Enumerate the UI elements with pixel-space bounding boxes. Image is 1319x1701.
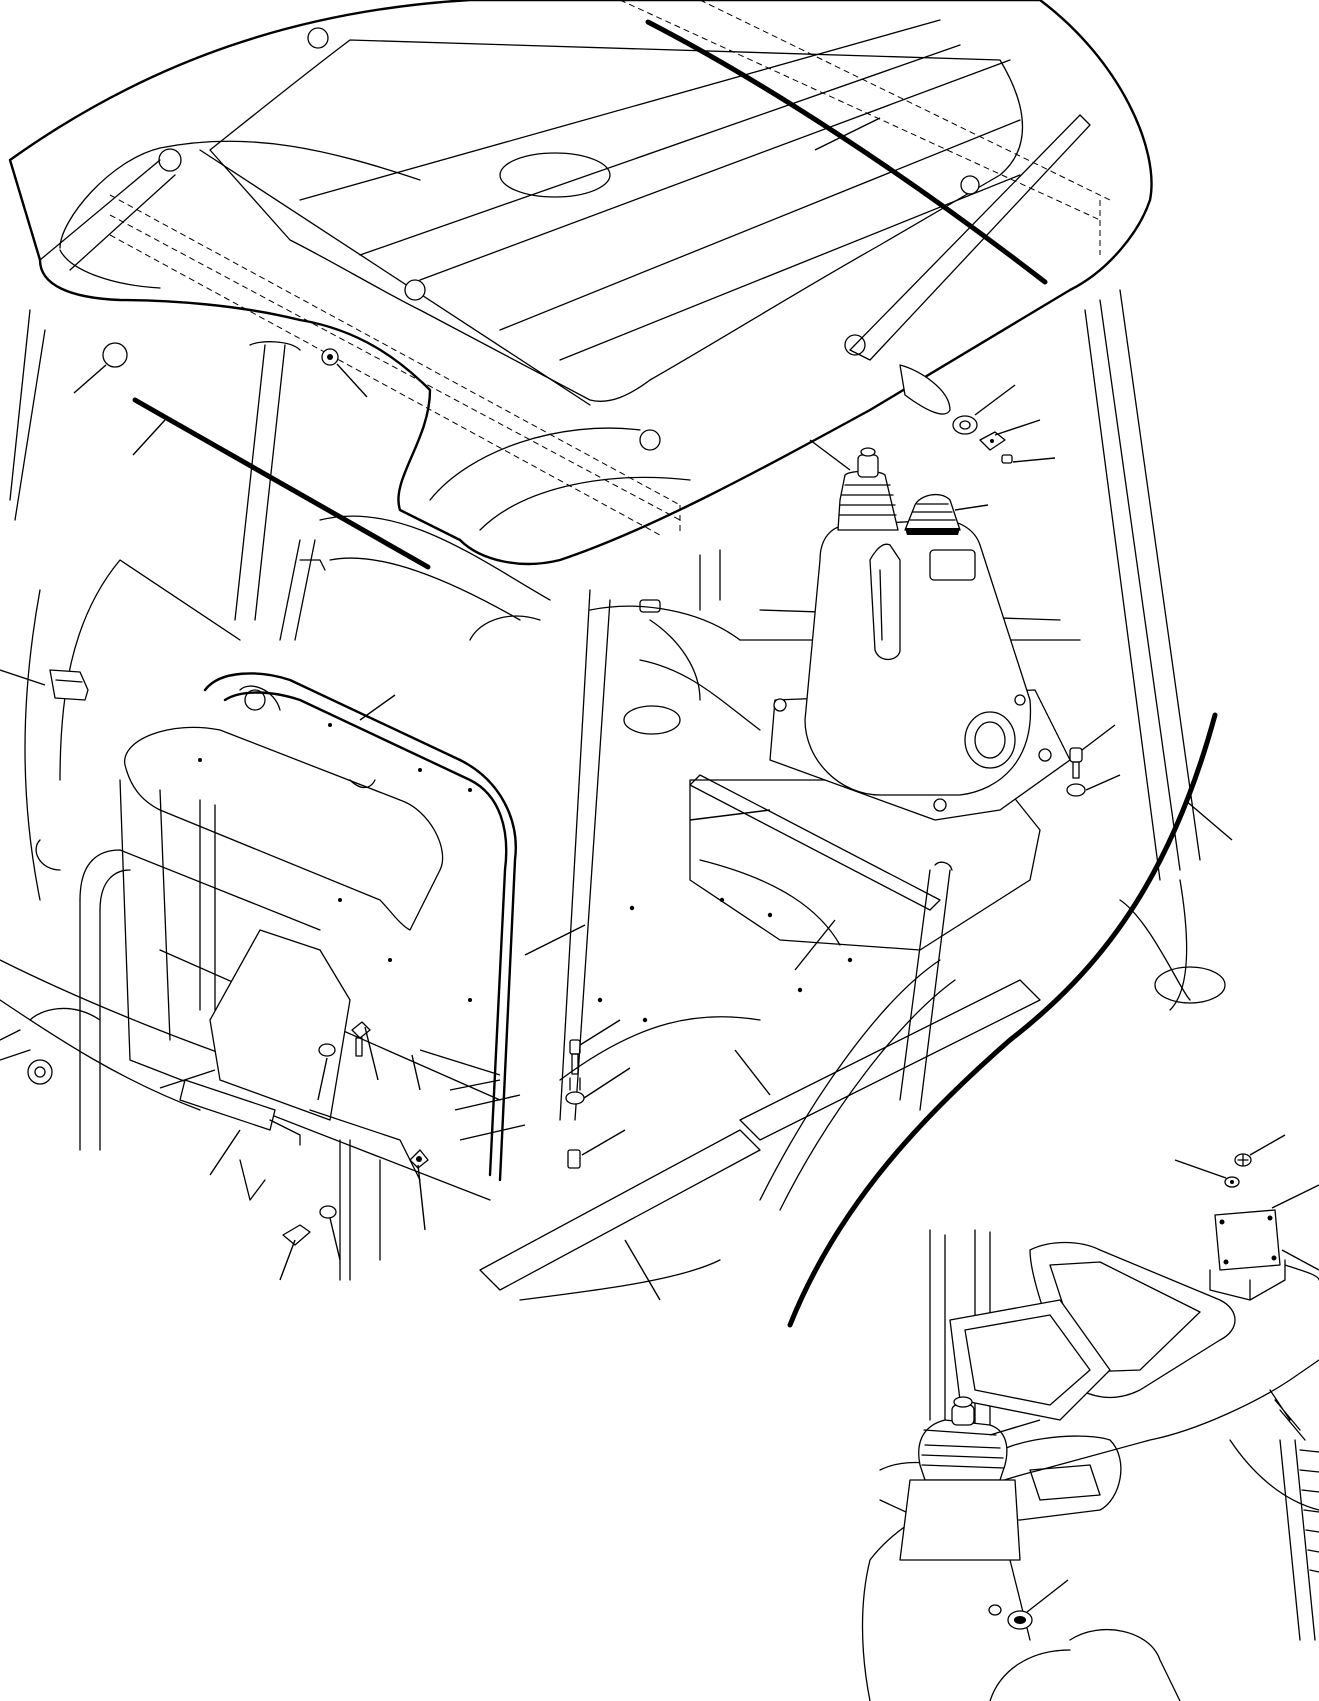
grommet bbox=[988, 1579, 1069, 1630]
console-cover bbox=[769, 519, 1071, 821]
trim-tray bbox=[0, 669, 89, 701]
inset-view bbox=[861, 1229, 1319, 1701]
side-rail-trim bbox=[759, 712, 1233, 1328]
seat-hardware bbox=[159, 694, 631, 1281]
cover-plate bbox=[1209, 1184, 1319, 1301]
joystick-boot bbox=[809, 439, 989, 535]
roof-trim-strip bbox=[645, 19, 1048, 285]
clip bbox=[321, 348, 368, 398]
cab-roof bbox=[8, 0, 1153, 566]
seal-bar bbox=[132, 397, 431, 570]
interior-details bbox=[0, 539, 541, 1061]
seat-frame bbox=[27, 672, 517, 1201]
cab-pillars bbox=[0, 289, 1226, 1121]
bolts-washers bbox=[899, 364, 1121, 797]
plug bbox=[73, 342, 128, 394]
lever-boot bbox=[899, 1396, 1041, 1561]
screw bbox=[1174, 1134, 1286, 1188]
floor-mat bbox=[479, 759, 1041, 1301]
